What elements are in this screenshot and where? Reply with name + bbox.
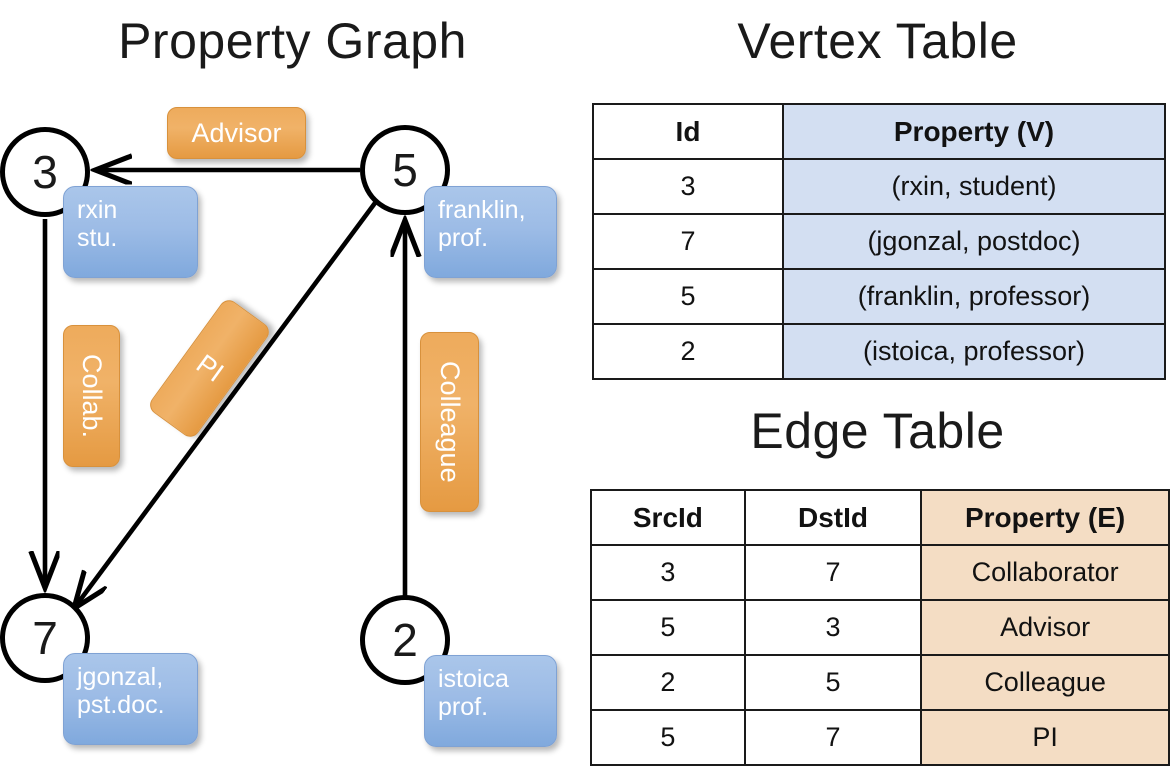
- edge-label-collab: Collab.: [63, 325, 120, 467]
- edge-label-advisor-text: Advisor: [191, 117, 282, 148]
- edge-label-colleague: Colleague: [420, 332, 479, 512]
- page-title-vertex-table: Vertex Table: [737, 13, 1018, 69]
- vertex-property-line-2: prof.: [438, 693, 489, 721]
- vertex-property-line-1: franklin,: [438, 196, 526, 224]
- table-row[interactable]: 5 (franklin, professor): [592, 268, 1166, 325]
- vertex-property-line-1: istoica: [438, 665, 509, 693]
- vertex-property-box-rxin: rxin stu.: [63, 186, 198, 278]
- edge-cell-srcid: 5: [590, 709, 746, 766]
- edge-label-advisor: Advisor: [167, 107, 306, 159]
- page-title-edge-table: Edge Table: [750, 403, 1005, 459]
- edge-cell-property: Advisor: [920, 599, 1170, 656]
- edge-cell-dstid: 7: [743, 544, 923, 601]
- edge-cell-property: PI: [920, 709, 1170, 766]
- vertex-table: Id Property (V) 3 (rxin, student) 7 (jgo…: [592, 103, 1166, 380]
- vertex-cell-property: (istoica, professor): [782, 323, 1166, 380]
- edge-cell-srcid: 3: [590, 544, 746, 601]
- vertex-property-line-2: pst.doc.: [77, 691, 165, 719]
- edge-cell-dstid: 7: [743, 709, 923, 766]
- edge-cell-property: Colleague: [920, 654, 1170, 711]
- vertex-cell-property: (jgonzal, postdoc): [782, 213, 1166, 270]
- table-row[interactable]: 2 (istoica, professor): [592, 323, 1166, 380]
- edge-cell-srcid: 5: [590, 599, 746, 656]
- table-row[interactable]: 3 7 Collaborator: [590, 544, 1170, 601]
- graph-edge-lines: [0, 0, 585, 760]
- vertex-property-box-istoica: istoica prof.: [424, 655, 557, 747]
- vertex-cell-id: 2: [592, 323, 784, 380]
- vertex-property-box-franklin: franklin, prof.: [424, 186, 557, 278]
- edge-cell-property: Collaborator: [920, 544, 1170, 601]
- edge-label-collab-text: Collab.: [77, 353, 107, 439]
- vertex-property-box-jgonzal: jgonzal, pst.doc.: [63, 653, 198, 745]
- vertex-cell-id: 7: [592, 213, 784, 270]
- edge-table-header-row: SrcId DstId Property (E): [590, 489, 1170, 546]
- edge-table: SrcId DstId Property (E) 3 7 Collaborato…: [590, 489, 1170, 766]
- vertex-cell-property: (rxin, student): [782, 158, 1166, 215]
- vertex-property-line-1: jgonzal,: [77, 663, 164, 691]
- table-row[interactable]: 2 5 Colleague: [590, 654, 1170, 711]
- graph-node-5[interactable]: 5: [360, 125, 450, 215]
- vertex-cell-id: 5: [592, 268, 784, 325]
- edge-cell-srcid: 2: [590, 654, 746, 711]
- vertex-cell-property: (franklin, professor): [782, 268, 1166, 325]
- edge-cell-dstid: 3: [743, 599, 923, 656]
- vertex-cell-id: 3: [592, 158, 784, 215]
- edge-table-header-property: Property (E): [920, 489, 1170, 546]
- vertex-property-line-2: prof.: [438, 224, 489, 252]
- page-title-property-graph: Property Graph: [118, 13, 467, 69]
- table-row[interactable]: 5 7 PI: [590, 709, 1170, 766]
- vertex-property-line-2: stu.: [77, 224, 118, 252]
- table-row[interactable]: 3 (rxin, student): [592, 158, 1166, 215]
- edge-table-header-dstid: DstId: [743, 489, 923, 546]
- graph-node-2[interactable]: 2: [360, 595, 450, 685]
- vertex-table-header-id: Id: [592, 103, 784, 160]
- table-row[interactable]: 5 3 Advisor: [590, 599, 1170, 656]
- edge-label-pi-text: PI: [190, 348, 229, 388]
- edge-table-header-srcid: SrcId: [590, 489, 746, 546]
- vertex-property-line-1: rxin: [77, 196, 118, 224]
- vertex-table-header-property: Property (V): [782, 103, 1166, 160]
- edge-5-to-7: [75, 201, 377, 607]
- property-graph-diagram: 3 5 7 2 rxin stu. franklin, prof. jgonza…: [0, 0, 585, 760]
- table-row[interactable]: 7 (jgonzal, postdoc): [592, 213, 1166, 270]
- edge-cell-dstid: 5: [743, 654, 923, 711]
- vertex-table-header-row: Id Property (V): [592, 103, 1166, 160]
- edge-label-colleague-text: Colleague: [435, 361, 465, 483]
